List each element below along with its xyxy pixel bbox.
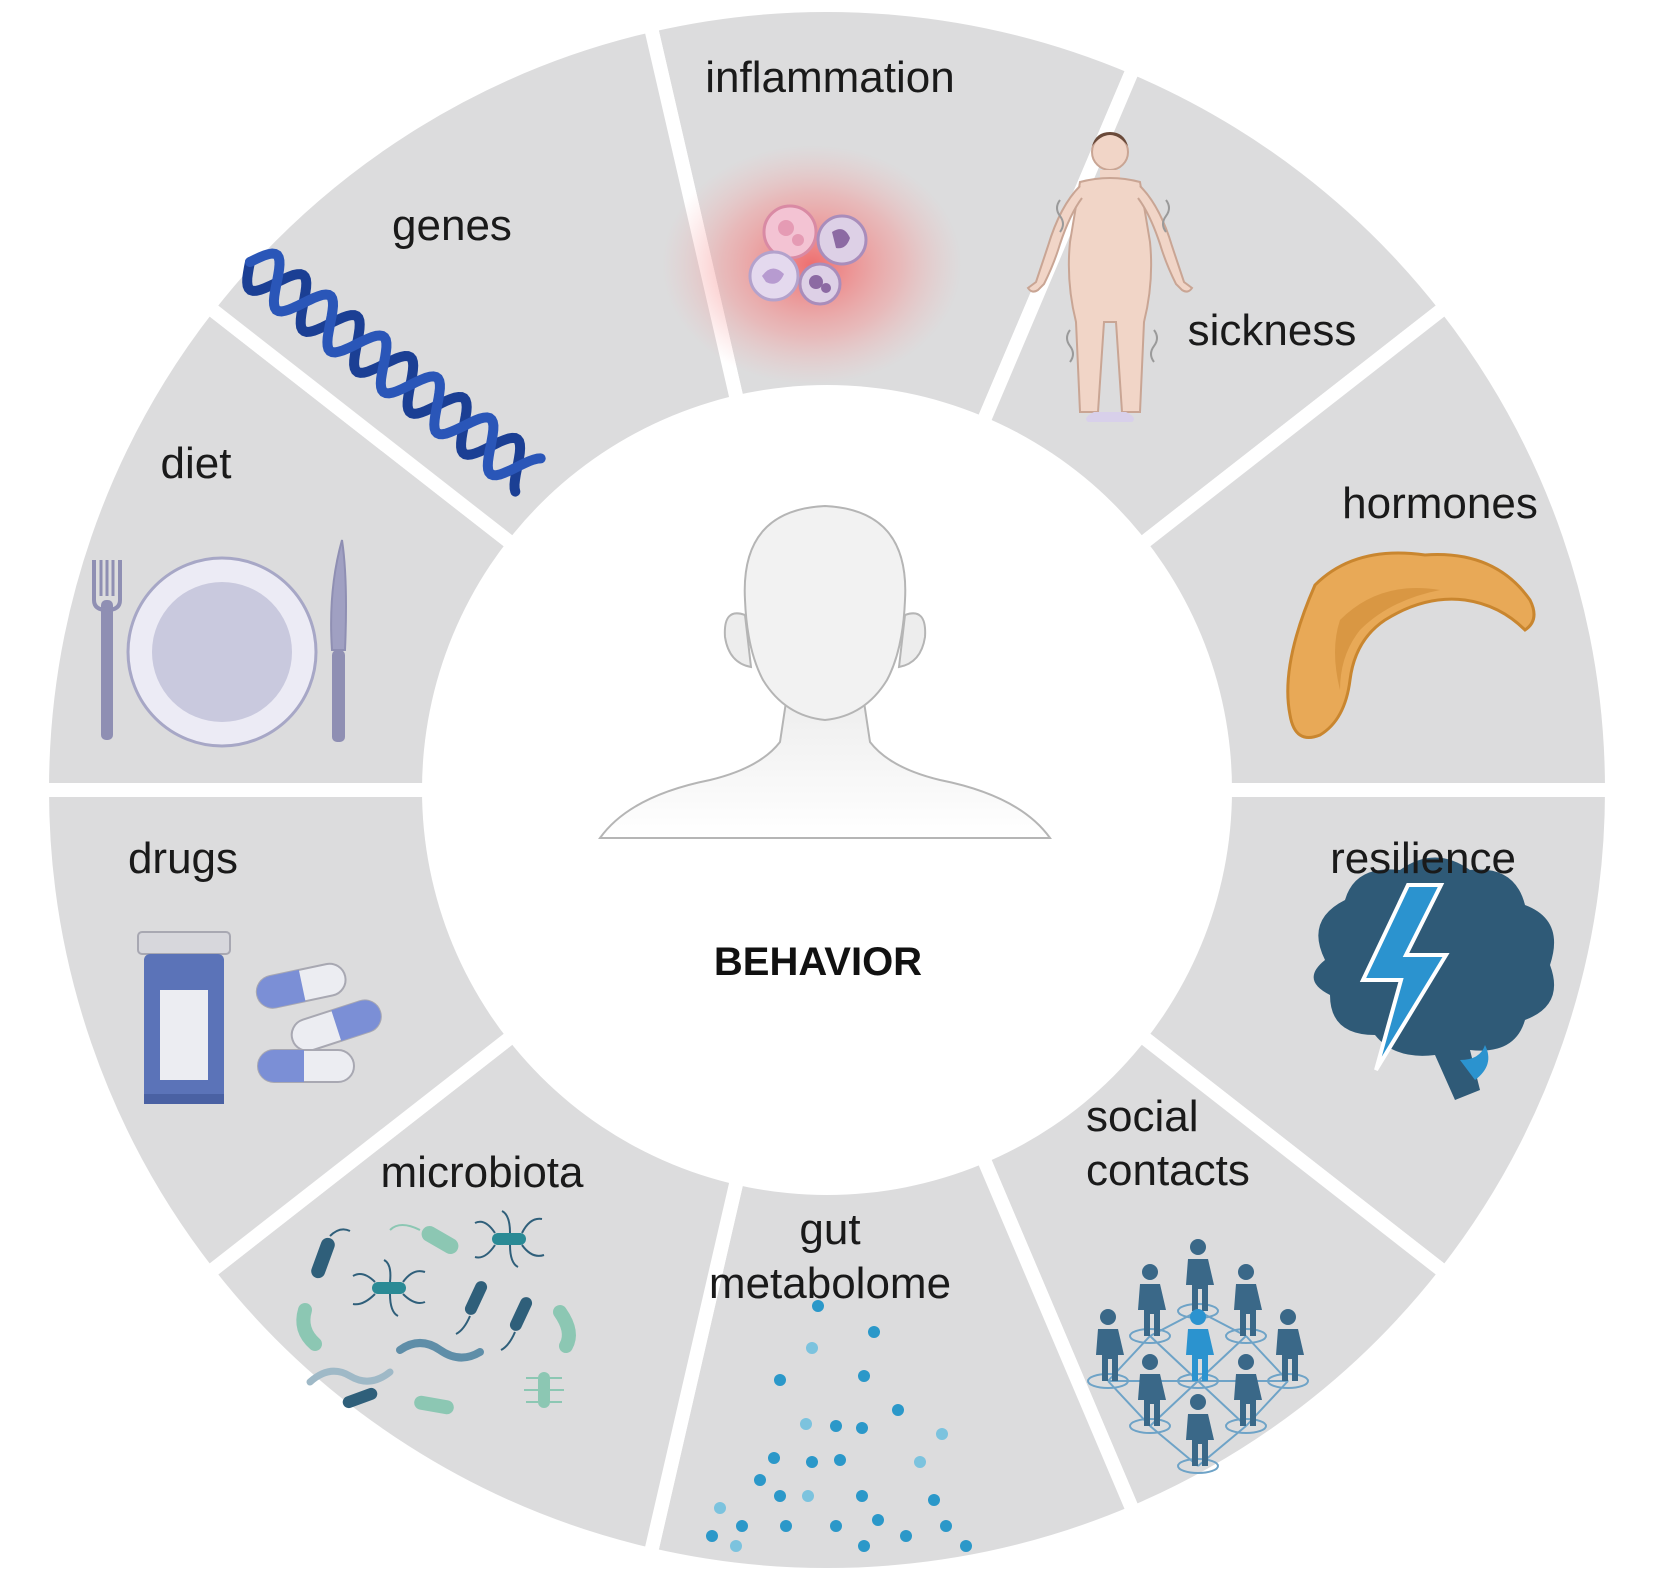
pill-bottle-icon: [137, 931, 382, 1104]
network-link: [1149, 1335, 1199, 1382]
segment-label-line: social: [1086, 1092, 1199, 1141]
metabolite-dot: [806, 1342, 818, 1354]
segment-label-line: resilience: [1330, 834, 1516, 883]
metabolite-dot: [856, 1422, 868, 1434]
segment-label-line: metabolome: [709, 1259, 951, 1308]
metabolite-dot: [914, 1456, 926, 1468]
segment-label-line: drugs: [128, 834, 238, 883]
metabolite-dot: [858, 1370, 870, 1382]
metabolite-dot: [780, 1520, 792, 1532]
metabolite-dot: [736, 1520, 748, 1532]
bacteria-icon: [296, 1210, 576, 1415]
metabolite-dot: [960, 1540, 972, 1552]
metabolite-dot: [754, 1474, 766, 1486]
segment-label-line: microbiota: [381, 1148, 584, 1197]
person-figure: [1267, 1309, 1309, 1389]
segment-label: inflammation: [705, 53, 954, 102]
person-figure: [1225, 1354, 1267, 1434]
metabolite-dot: [928, 1494, 940, 1506]
network-link: [1197, 1380, 1247, 1427]
segment-label-line: gut: [799, 1205, 860, 1254]
metabolite-dot: [812, 1300, 824, 1312]
people-network-icon: [1087, 1239, 1309, 1474]
metabolite-dot: [774, 1374, 786, 1386]
segment-label: sickness: [1188, 306, 1357, 355]
segment-label-line: hormones: [1342, 479, 1538, 528]
segment-label: hormones: [1342, 479, 1538, 528]
dna-helix-icon: [242, 248, 546, 497]
labels-layer: inflammation sickness hormones resilience so…: [128, 53, 1538, 1308]
segment-label: gut metabolome: [709, 1205, 951, 1308]
metabolite-dot: [706, 1530, 718, 1542]
person-figure: [1225, 1264, 1267, 1344]
brain-lightning-icon: [1313, 857, 1555, 1100]
metabolite-dot: [830, 1420, 842, 1432]
segment-label: social contacts: [1086, 1092, 1250, 1195]
person-figure: [1087, 1309, 1129, 1389]
segment-label: drugs: [128, 834, 238, 883]
metabolite-dot: [834, 1454, 846, 1466]
segment-label: resilience: [1330, 834, 1516, 883]
metabolite-dot: [768, 1452, 780, 1464]
metabolite-dot: [806, 1456, 818, 1468]
metabolite-dot: [936, 1428, 948, 1440]
segment-label-line: inflammation: [705, 53, 954, 102]
segments-layer: [34, 0, 1620, 1582]
metabolite-dot: [872, 1514, 884, 1526]
metabolite-dot: [714, 1502, 726, 1514]
segment-label-line: genes: [392, 201, 512, 250]
network-link: [1197, 1310, 1247, 1337]
metabolite-dot: [940, 1520, 952, 1532]
center-label: BEHAVIOR: [714, 940, 922, 984]
person-figure: [1177, 1394, 1219, 1474]
metabolite-dot: [858, 1540, 870, 1552]
dna-strand: [242, 257, 526, 497]
human-body-icon: [1026, 132, 1194, 422]
metabolite-dot: [830, 1520, 842, 1532]
segment-label-line: sickness: [1188, 306, 1357, 355]
segment-label-line: contacts: [1086, 1146, 1250, 1195]
metabolite-dot: [900, 1530, 912, 1542]
immune-cells-icon: [662, 145, 962, 385]
metabolite-dot: [774, 1490, 786, 1502]
person-figure: [1129, 1354, 1171, 1434]
segment-label: diet: [161, 439, 232, 488]
dna-strand: [245, 248, 546, 481]
plate-cutlery-icon: [92, 539, 347, 748]
segment-label: microbiota: [381, 1148, 584, 1197]
human-head-icon: [598, 504, 1052, 839]
segment-label: genes: [392, 201, 512, 250]
metabolite-dot: [730, 1540, 742, 1552]
metabolite-dot: [800, 1418, 812, 1430]
segment-label-line: diet: [161, 439, 232, 488]
pancreas-icon: [1286, 551, 1536, 739]
person-figure: [1177, 1309, 1219, 1389]
metabolite-dot: [856, 1490, 868, 1502]
metabolite-dots-icon: [706, 1300, 972, 1552]
metabolite-dot: [868, 1326, 880, 1338]
person-figure: [1129, 1264, 1171, 1344]
metabolite-dot: [802, 1490, 814, 1502]
metabolite-dot: [892, 1404, 904, 1416]
